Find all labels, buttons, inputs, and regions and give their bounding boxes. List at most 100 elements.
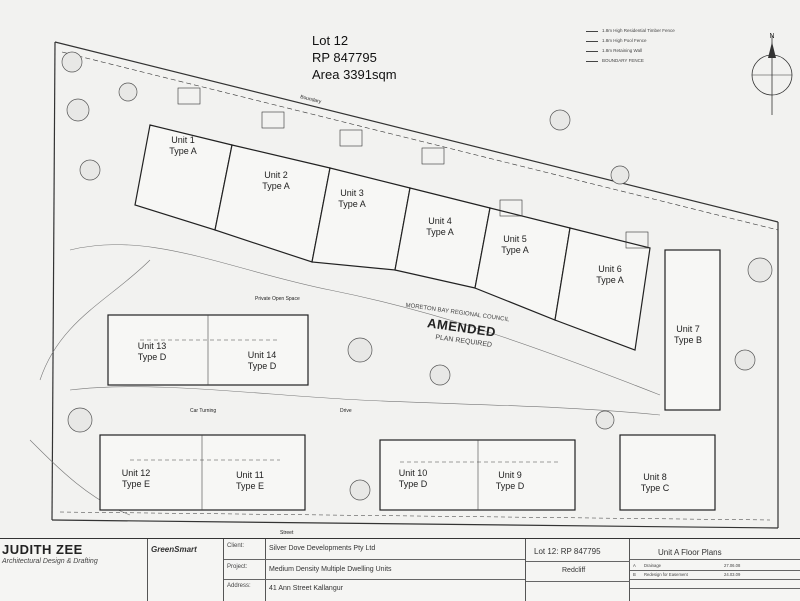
unit-1-label: Unit 1	[171, 135, 195, 145]
boundary-note: Boundary	[300, 94, 323, 105]
unit-3-type: Type A	[338, 199, 366, 209]
legend-label: 1.8m Retaining Wall	[602, 48, 643, 53]
legend-swatch	[586, 30, 598, 32]
unit-7-outline	[664, 249, 721, 411]
unit-14-type: Type D	[248, 361, 277, 371]
tree	[747, 257, 773, 283]
legend-swatch	[586, 40, 598, 42]
garage-hatch	[625, 231, 649, 249]
tree	[734, 349, 756, 371]
legend-label: 1.8m High Residential Timber Fence	[602, 28, 675, 33]
unit-8-label: Unit 8	[643, 472, 667, 482]
site-plan-drawing: Unit 1 Type A Unit 2 Type A Unit 3 Type …	[29, 41, 779, 536]
tree	[347, 337, 373, 363]
rev-b-text: Redesign for Easement	[644, 572, 688, 577]
north-boundary-line	[54, 41, 779, 223]
unit-12-label: Unit 12	[122, 468, 151, 478]
north-arrow-icon: N	[751, 33, 793, 115]
driveway-edge-2	[69, 386, 661, 416]
unit-9-type: Type D	[496, 481, 525, 491]
rev-a-text: Drainage	[644, 563, 661, 568]
pos-note: Private Open Space	[255, 296, 300, 302]
project-label: Project:	[227, 564, 248, 570]
fence-legend: 1.8m High Residential Timber Fence 1.8m …	[586, 28, 736, 68]
unit-5-label: Unit 5	[503, 234, 527, 244]
firm-name: JUDITH ZEE	[2, 542, 83, 557]
lot-value: Lot 12: RP 847795	[534, 547, 601, 556]
rev-b-date: 24.03.09	[724, 572, 741, 577]
lot-block: Lot 12: RP 847795 Redcliff	[526, 539, 630, 601]
client-label: Client:	[227, 543, 245, 549]
tree	[79, 159, 101, 181]
garage-hatch	[339, 129, 363, 147]
drawing-block: Unit A Floor Plans A Drainage 27.06.08 B…	[630, 539, 800, 601]
tree	[118, 82, 138, 102]
unit-8-type: Type C	[641, 483, 670, 493]
unit-5-type: Type A	[501, 245, 529, 255]
rev-a-code: A	[633, 563, 636, 568]
garage-hatch	[499, 199, 523, 217]
tree	[610, 165, 630, 185]
unit-6-outline	[554, 227, 651, 351]
unit-7-label: Unit 7	[676, 324, 700, 334]
west-boundary-line	[51, 41, 56, 521]
fence-line	[61, 51, 779, 231]
legend-row: 1.8m High Pool Fence	[586, 38, 736, 44]
address-label: Address:	[227, 583, 251, 589]
unit-11-12-outline	[99, 434, 306, 511]
field-labels: Client: Project: Address:	[224, 539, 526, 601]
unit-14-label: Unit 14	[248, 350, 277, 360]
unit-8-outline	[619, 434, 716, 511]
tree	[595, 410, 615, 430]
unit-9-label: Unit 9	[498, 470, 522, 480]
unit-4-type: Type A	[426, 227, 454, 237]
lot-area: Area 3391sqm	[312, 67, 397, 82]
garage-hatch	[177, 87, 201, 105]
field-values: Silver Dove Developments Pty Ltd Medium …	[266, 539, 526, 601]
legend-row: 1.8m High Residential Timber Fence	[586, 28, 736, 34]
driveway-curve	[39, 259, 151, 381]
rev-b-code: B	[633, 572, 636, 577]
unit-4-label: Unit 4	[428, 216, 452, 226]
title-block: JUDITH ZEE Architectural Design & Drafti…	[0, 538, 800, 601]
certification-block: GreenSmart	[148, 539, 224, 601]
address-value: 41 Ann Street Kallangur	[269, 585, 343, 592]
unit-1-type: Type A	[169, 146, 197, 156]
unit-6-type: Type A	[596, 275, 624, 285]
project-value: Medium Density Multiple Dwelling Units	[269, 566, 392, 573]
street-fence	[59, 511, 771, 521]
unit-10-type: Type D	[399, 479, 428, 489]
unit-6-label: Unit 6	[598, 264, 622, 274]
greensmart-logo: GreenSmart	[151, 545, 197, 554]
unit-9-10-outline	[379, 439, 576, 511]
legend-label: 1.8m High Pool Fence	[602, 38, 647, 43]
legend-label: BOUNDARY FENCE	[602, 58, 644, 63]
drawing-title: Unit A Floor Plans	[658, 548, 722, 557]
rev-a-date: 27.06.08	[724, 563, 741, 568]
unit-3-label: Unit 3	[340, 188, 364, 198]
tree	[66, 98, 90, 122]
unit-11-type: Type E	[236, 481, 264, 491]
tree	[549, 109, 571, 131]
unit-2-type: Type A	[262, 181, 290, 191]
tree	[61, 51, 83, 73]
unit-13-label: Unit 13	[138, 341, 167, 351]
car-turning-note: Car Turning	[190, 408, 216, 414]
lot-rp: RP 847795	[312, 50, 377, 65]
legend-row: 1.8m Retaining Wall	[586, 48, 736, 54]
tree	[429, 364, 451, 386]
south-boundary-line	[51, 519, 779, 529]
unit-2-label: Unit 2	[264, 170, 288, 180]
lot-number: Lot 12	[312, 33, 349, 48]
amended-stamp: MORETON BAY REGIONAL COUNCIL AMENDED PLA…	[395, 300, 545, 375]
tree	[67, 407, 93, 433]
drive-note: Drive	[340, 408, 352, 414]
unit-7-type: Type B	[674, 335, 702, 345]
legend-row: BOUNDARY FENCE	[586, 58, 736, 64]
locality-value: Redcliff	[562, 567, 586, 574]
driveway-edge-1	[69, 244, 661, 396]
tree	[349, 479, 371, 501]
north-label: N	[769, 33, 774, 40]
legend-swatch	[586, 50, 598, 52]
unit-13-type: Type D	[138, 352, 167, 362]
